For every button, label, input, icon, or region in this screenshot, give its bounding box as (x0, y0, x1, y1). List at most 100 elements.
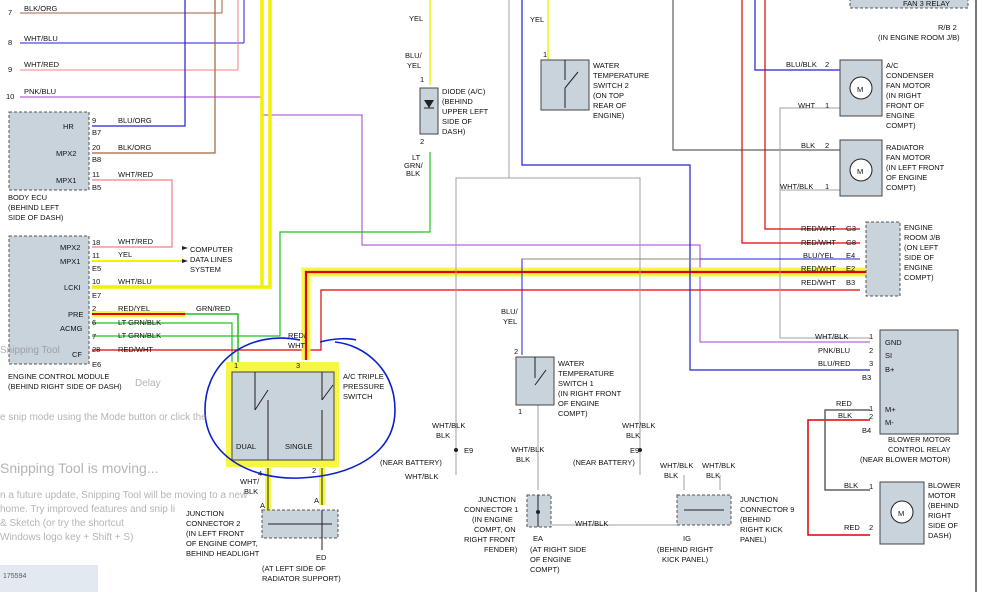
diagram-label: JUNCTION (186, 509, 224, 518)
diagram-label: FRONT OF (886, 101, 925, 110)
diagram-label: RED (836, 399, 852, 408)
diagram-label: (IN RIGHT FRONT (558, 389, 622, 398)
diagram-label: TEMPERATURE (593, 71, 649, 80)
diagram-label: WHT/BLK (432, 421, 465, 430)
diagram-label: LT (412, 153, 421, 162)
diagram-label: M (898, 509, 904, 518)
diagram-label: RED/YEL (118, 304, 150, 313)
diagram-label: WATER (558, 359, 585, 368)
top-wire-1: BLK/ORG (24, 4, 58, 13)
diagram-label: BLK (244, 487, 258, 496)
diagram-label: WATER (593, 61, 620, 70)
diagram-label: BLK (838, 411, 852, 420)
diagram-label: BLU/BLK (786, 60, 817, 69)
diagram-label: (IN RIGHT (886, 91, 922, 100)
junction-connector-9: WHT/BLK BLK WHT/BLK BLK JUNCTION CONNECT… (657, 461, 794, 564)
engine-control-module: MPX2 18 WHT/RED MPX1 11 YEL E5 LCKI 10 W… (8, 235, 231, 391)
engine-room-jb: RED/WHT G3 RED/WHT G8 BLU/YEL E4 RED/WHT… (801, 221, 940, 297)
diagram-label: SIDE OF (442, 117, 472, 126)
diagram-label: FAN MOTOR (886, 81, 931, 90)
diagram-label: 2 (825, 141, 829, 150)
wire-pnk-blu (262, 114, 870, 343)
condenser-fan-motor: BLU/BLK 2 WHT 1 M A/C CONDENSER FAN MOTO… (786, 59, 935, 130)
diagram-label: RED/WHT (118, 345, 153, 354)
top-pin-7: 7 (8, 8, 12, 17)
diagram-label: B+ (885, 365, 895, 374)
diagram-label: JUNCTION (478, 495, 516, 504)
diagram-label: E6 (92, 360, 101, 369)
blower-motor-control-relay: WHT/BLK 1 GND PNK/BLU 2 SI BLU/RED 3 B+ … (815, 329, 959, 464)
diagram-label: BLOWER MOTOR (888, 435, 951, 444)
diagram-label: WHT/BLK (815, 332, 848, 341)
diagram-label: YEL (407, 61, 421, 70)
blower-motor: M BLK 1 RED 2 BLOWER MOTOR (BEHIND RIGHT… (844, 481, 961, 545)
diagram-label: RADIATOR SUPPORT) (262, 574, 341, 583)
diagram-label: (ON LEFT (904, 243, 939, 252)
diagram-label: 1 (869, 332, 873, 341)
diagram-label: OF ENGINE (530, 555, 571, 564)
diagram-label: B8 (92, 155, 101, 164)
diagram-label: CONDENSER (886, 71, 935, 80)
diagram-label: (BEHIND (928, 501, 959, 510)
diagram-label: BLK/ORG (118, 143, 152, 152)
dual-label: DUAL (236, 442, 256, 451)
diagram-label: RED/WHT (801, 238, 836, 247)
diagram-label: G8 (846, 238, 856, 247)
diagram-label: SI (885, 351, 892, 360)
diagram-label: A/C (886, 61, 899, 70)
diagram-label: FAN MOTOR (886, 153, 931, 162)
diagram-label: EA (533, 534, 543, 543)
diagram-label: RADIATOR (886, 143, 925, 152)
diagram-label: DATA LINES (190, 255, 232, 264)
diagram-label: BLK (844, 481, 858, 490)
diagram-label: B4 (862, 426, 871, 435)
diagram-label: CONNECTOR 2 (186, 519, 240, 528)
diagram-label: LT GRN/BLK (118, 331, 161, 340)
diagram-label: SWITCH (343, 392, 373, 401)
diagram-label: YEL (503, 317, 517, 326)
diagram-label: BLK (801, 141, 815, 150)
diagram-label: (BEHIND (442, 97, 473, 106)
diagram-label: TEMPERATURE (558, 369, 614, 378)
diagram-label: MOTOR (928, 491, 956, 500)
diagram-label: 1 (825, 101, 829, 110)
wires (20, 0, 870, 536)
diagram-label: 7 (92, 332, 96, 341)
diagram-label: BLK (626, 431, 640, 440)
diagram-label: DIODE (A/C) (442, 87, 486, 96)
diagram-label: B5 (92, 183, 101, 192)
single-label: SINGLE (285, 442, 313, 451)
diagram-label: WHT/BLK (575, 519, 608, 528)
diagram-label: KICK PANEL) (662, 555, 709, 564)
diagram-label: BLU/ORG (118, 116, 152, 125)
diagram-label: PRESSURE (343, 382, 384, 391)
diagram-label: (NEAR BATTERY) (573, 458, 635, 467)
diagram-label: 28 (92, 345, 100, 354)
diagram-label: PNK/BLU (818, 346, 850, 355)
diagram-label: YEL (409, 14, 423, 23)
diagram-label: E4 (846, 251, 855, 260)
diagram-label: 6 (92, 318, 96, 327)
diagram-label: WHT/BLK (405, 472, 438, 481)
diagram-label: E7 (92, 291, 101, 300)
top-pin-8: 8 (8, 38, 12, 47)
diagram-label: RIGHT FRONT (464, 535, 516, 544)
diagram-label: 2 (825, 60, 829, 69)
diagram-label: (BEHIND RIGHT SIDE OF DASH) (8, 382, 122, 391)
diagram-label: COMPT) (886, 183, 916, 192)
diagram-label: 11 (92, 170, 100, 179)
diagram-label: MPX2 (60, 243, 80, 252)
diagram-label: BLU/ (405, 51, 423, 60)
diagram-label: (IN LEFT FRONT (886, 163, 945, 172)
diagram-label: PANEL) (740, 535, 767, 544)
body-ecu-pin-mpx1: MPX1 (56, 176, 76, 185)
diagram-label: 1 (869, 404, 873, 413)
diagram-label: ACMG (60, 324, 83, 333)
diagram-label: RED/WHT (801, 264, 836, 273)
diagram-label: DASH) (442, 127, 466, 136)
diagram-label: 2 (869, 412, 873, 421)
diagram-label: SWITCH 1 (558, 379, 594, 388)
diagram-label: SIDE OF (928, 521, 958, 530)
diagram-label: LCKI (64, 283, 81, 292)
diagram-label: 1 (420, 75, 424, 84)
